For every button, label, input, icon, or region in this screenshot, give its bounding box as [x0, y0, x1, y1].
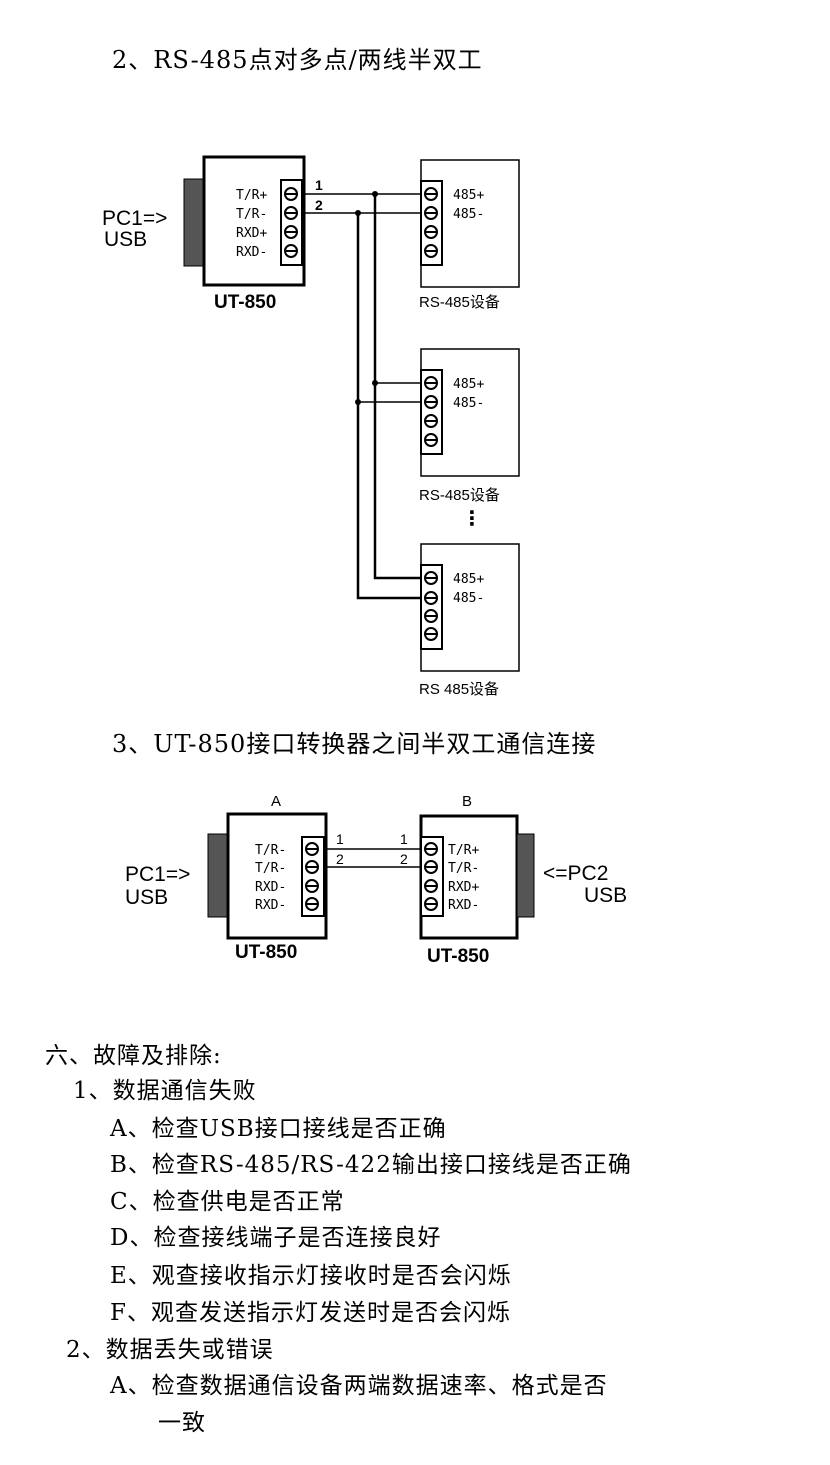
link-wire-1-label-a: 1 — [336, 831, 344, 847]
link-wire-2-label-b: 2 — [400, 851, 408, 867]
unit-a-terminal-block — [301, 836, 325, 917]
unit-b-usb-connector — [516, 833, 535, 918]
device-1-pin-2: 485- — [453, 207, 484, 222]
item-1-sub-b: B、检查RS-485/RS-422输出接口接线是否正确 — [110, 1152, 632, 1178]
converter-name: UT-850 — [214, 292, 276, 313]
device-3-pin-1: 485+ — [453, 572, 484, 587]
unit-a-usb-label: USB — [125, 886, 168, 909]
unit-b-usb-label: USB — [584, 884, 627, 907]
more-devices-ellipsis: ⋮ — [462, 508, 482, 530]
link-wire-1-label-b: 1 — [400, 831, 408, 847]
section-6-title: 六、故障及排除: — [45, 1043, 222, 1069]
converter-pin-3: RXD+ — [236, 226, 267, 241]
converter-pin-4: RXD- — [236, 245, 267, 260]
usb-connector — [183, 178, 205, 267]
rs485-device-2: 485+ 485- — [420, 348, 520, 477]
unit-b-letter: B — [462, 793, 472, 810]
link-wires — [324, 848, 421, 868]
converter-pin-1: T/R+ — [236, 188, 267, 203]
unit-a-usb-connector — [207, 833, 229, 918]
section-2-title: 2、RS-485点对多点/两线半双工 — [112, 46, 483, 74]
section-3-title: 3、UT-850接口转换器之间半双工通信连接 — [112, 730, 597, 758]
item-1-title: 1、数据通信失败 — [73, 1078, 257, 1104]
unit-a-pin-1: T/R- — [255, 843, 286, 858]
item-1-sub-c: C、检查供电是否正常 — [110, 1189, 345, 1215]
unit-a-pin-3: RXD- — [255, 880, 286, 895]
item-1-sub-f: F、观查发送指示灯发送时是否会闪烁 — [110, 1300, 511, 1326]
item-1-sub-e: E、观查接收指示灯接收时是否会闪烁 — [110, 1263, 512, 1289]
unit-b-pc-label: <=PC2 — [543, 862, 608, 885]
item-1-sub-d: D、检查接线端子是否连接良好 — [110, 1225, 442, 1251]
unit-b-pin-1: T/R+ — [448, 843, 479, 858]
converter-terminal-block — [280, 179, 303, 266]
device-2-label: RS-485设备 — [419, 487, 500, 504]
unit-b-screws — [424, 842, 438, 911]
unit-b-pin-4: RXD- — [448, 898, 479, 913]
item-2-sub-a-line-1: A、检查数据通信设备两端数据速率、格式是否 — [110, 1373, 608, 1399]
device-3-pin-2: 485- — [453, 591, 484, 606]
converter-screws — [284, 187, 298, 258]
item-1-sub-a: A、检查USB接口接线是否正确 — [110, 1116, 447, 1142]
rs485-device-3: 485+ 485- — [420, 543, 520, 672]
device-3-label: RS 485设备 — [419, 681, 499, 698]
item-2-title: 2、数据丢失或错误 — [66, 1337, 274, 1363]
unit-b-terminal-block — [420, 836, 444, 917]
unit-b-pin-3: RXD+ — [448, 880, 479, 895]
wire-junctions — [355, 191, 378, 405]
wire-2-label: 2 — [315, 197, 323, 213]
converter-pin-2: T/R- — [236, 207, 267, 222]
pc1-label: PC1=> — [102, 207, 167, 230]
rs485-device-1: 485+ 485- — [420, 159, 520, 288]
usb-label: USB — [104, 228, 147, 251]
diagram-point-to-multipoint: PC1=> USB T/R+ T/R- RXD+ RXD- UT-850 1 2 — [102, 155, 520, 698]
unit-a-letter: A — [271, 793, 281, 810]
unit-a-pin-4: RXD- — [255, 898, 286, 913]
unit-a-pin-2: T/R- — [255, 861, 286, 876]
device-2-pin-1: 485+ — [453, 377, 484, 392]
item-2-sub-a-line-2: 一致 — [158, 1410, 206, 1436]
unit-a-screws — [305, 842, 319, 911]
diagram-converter-to-converter: A PC1=> USB T/R- T/R- RXD- RXD- UT-850 1… — [125, 793, 627, 967]
unit-b-pin-2: T/R- — [448, 861, 479, 876]
device-1-pin-1: 485+ — [453, 188, 484, 203]
wiring-diagrams: PC1=> USB T/R+ T/R- RXD+ RXD- UT-850 1 2 — [102, 155, 627, 967]
link-wire-2-label-a: 2 — [336, 851, 344, 867]
bus-wires — [302, 193, 421, 600]
unit-a-name: UT-850 — [235, 942, 297, 963]
unit-a-pc-label: PC1=> — [125, 863, 190, 886]
device-1-label: RS-485设备 — [419, 294, 500, 311]
unit-b-name: UT-850 — [427, 946, 489, 967]
device-2-pin-2: 485- — [453, 396, 484, 411]
wire-1-label: 1 — [315, 177, 323, 193]
